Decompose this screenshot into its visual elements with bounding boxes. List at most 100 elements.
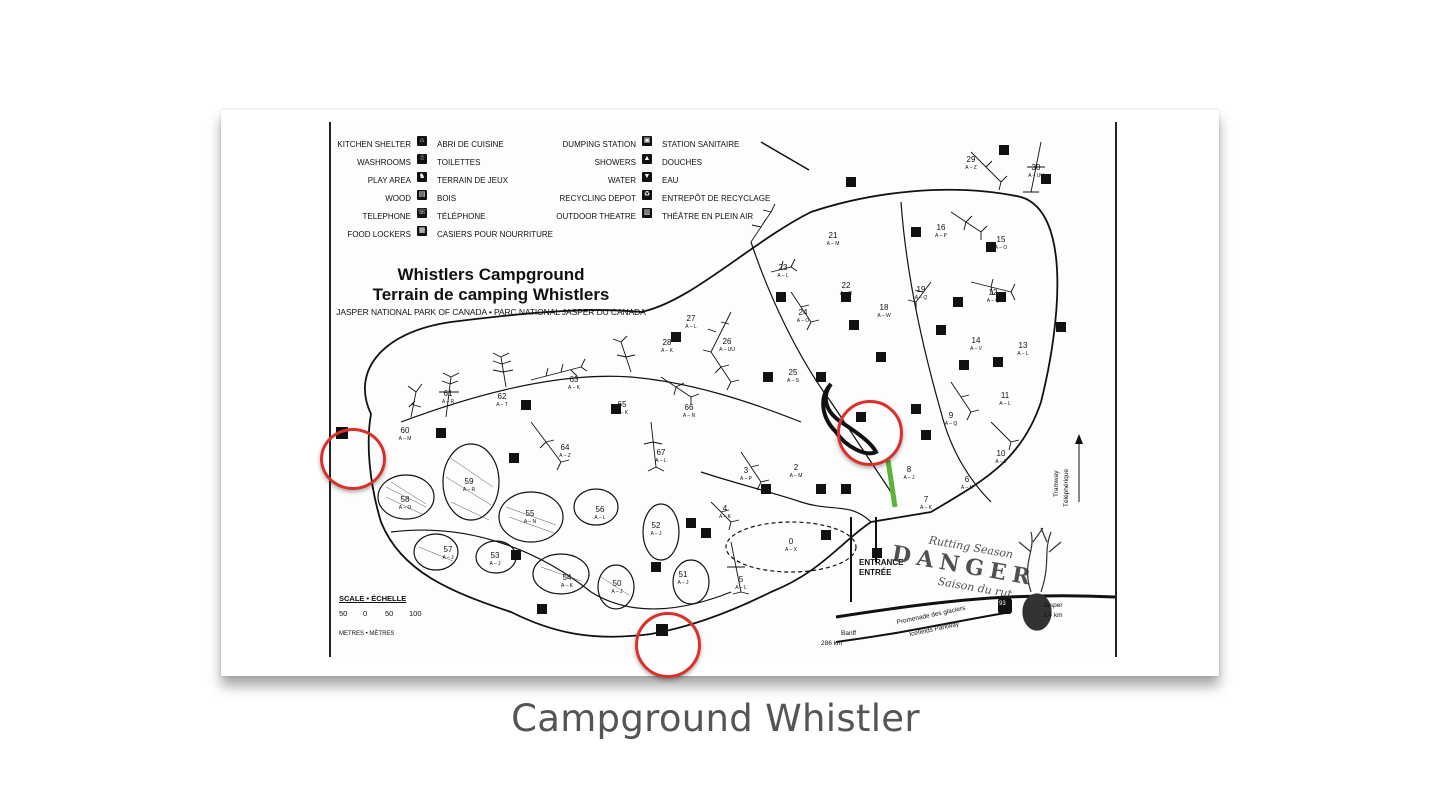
campsite-number: 55	[525, 509, 535, 518]
legend-label-en: TELEPHONE	[362, 212, 411, 221]
campsite-range: A – K	[920, 505, 932, 511]
scale-tick: 100	[409, 609, 422, 618]
scale-tick: 50	[339, 609, 348, 618]
campsite-range: A – J	[903, 475, 915, 481]
campsite-range: A – L	[594, 515, 606, 521]
entrance-label: ENTRANCE ENTRÉE	[859, 558, 903, 578]
campground-boundary	[364, 188, 1059, 638]
banff-distance: 286 km	[821, 640, 843, 647]
scale-units: METRES • MÈTRES	[339, 631, 395, 637]
campsite-number: 62	[497, 392, 507, 401]
legend-label-en: WOOD	[385, 194, 411, 203]
campsite-number: 50	[612, 579, 622, 588]
entrance-label-en: ENTRANCE	[859, 558, 904, 567]
legend-label-en: KITCHEN SHELTER	[337, 140, 411, 149]
campsite-number: 6	[964, 475, 970, 484]
road-to-banff	[835, 611, 1012, 643]
telephone-icon: ☏	[417, 208, 427, 218]
campsite-number: 28	[662, 338, 672, 347]
legend-label-fr: CASIERS POUR NOURRITURE	[437, 230, 554, 239]
highway-93-shield-icon	[998, 598, 1012, 614]
green-route-segment	[885, 459, 898, 508]
campsite-range: A – R	[839, 291, 853, 297]
pod-hatching	[385, 456, 630, 596]
campsite-range: A – N	[523, 519, 537, 525]
scale-tick: 0	[363, 609, 368, 618]
campsite-number: 12	[988, 288, 998, 297]
campsite-number: 5	[738, 575, 744, 584]
campsite-range: A – M	[398, 436, 412, 442]
campsite-range: A – M	[826, 241, 840, 247]
scale-tick: 50	[385, 609, 394, 618]
campsite-number: 54	[562, 573, 572, 582]
legend-label-fr: TÉLÉPHONE	[437, 212, 486, 221]
scale-ticks: 50 0 50 100	[339, 609, 429, 621]
legend-label-en: FOOD LOCKERS	[347, 230, 411, 239]
inner-road-1	[400, 375, 802, 423]
jasper-distance: 2.4 km	[1043, 612, 1063, 619]
campsite-range: A – Q	[986, 298, 1000, 304]
campsite-range: A – S	[787, 378, 799, 384]
campsite-number: 24	[798, 308, 808, 317]
map-photo-frame: KITCHEN SHELTER ⌂ ABRI DE CUISINE WASHRO…	[221, 110, 1219, 678]
campsite-range: A – UU	[1028, 173, 1044, 179]
campsite-number: 8	[906, 465, 912, 474]
campsite-number: 58	[400, 495, 410, 504]
tramway-arrow-icon	[1075, 434, 1083, 444]
campsite-range: A – L	[1017, 351, 1029, 357]
campsite-number: 30	[1031, 163, 1041, 172]
campsite-number: 61	[443, 389, 453, 398]
campsite-number: 26	[722, 337, 732, 346]
campsite-range: A – T	[496, 402, 508, 408]
legend-label-en: SHOWERS	[594, 158, 636, 167]
campsite-number: 2	[793, 463, 799, 472]
campsite-number: 22	[841, 281, 851, 290]
shower-icon: ▲	[642, 154, 652, 164]
campsite-number: 65	[617, 400, 627, 409]
map-title-fr: Terrain de camping Whistlers	[372, 285, 610, 304]
campsite-number: 63	[569, 375, 579, 384]
campsite-number: 21	[828, 231, 838, 240]
campsite-range: A – V	[970, 346, 982, 352]
legend-label-fr: ABRI DE CUISINE	[437, 140, 504, 149]
legend-label-en: WATER	[608, 176, 636, 185]
campsite-number: 0	[788, 537, 794, 546]
campsite-range: A – K	[616, 410, 628, 416]
campsite-range: A – K	[661, 348, 673, 354]
campsite-number: 29	[966, 155, 976, 164]
elk-icon	[1018, 527, 1062, 631]
highway-number: 93	[999, 601, 1006, 607]
inner-road-2	[390, 529, 732, 610]
map-subtitle: JASPER NATIONAL PARK OF CANADA • PARC NA…	[336, 307, 646, 317]
legend-label-fr: BOIS	[437, 194, 457, 203]
legend-label-en: PLAY AREA	[367, 176, 411, 185]
campsite-range: A – Z	[965, 165, 977, 171]
campsite-number: 25	[788, 368, 798, 377]
campsite-number: 52	[651, 521, 661, 530]
campsite-number: 10	[996, 449, 1006, 458]
campsite-range: A – R	[462, 487, 476, 493]
theatre-icon: ▥	[642, 208, 652, 218]
campsite-range: A – J	[677, 580, 689, 586]
